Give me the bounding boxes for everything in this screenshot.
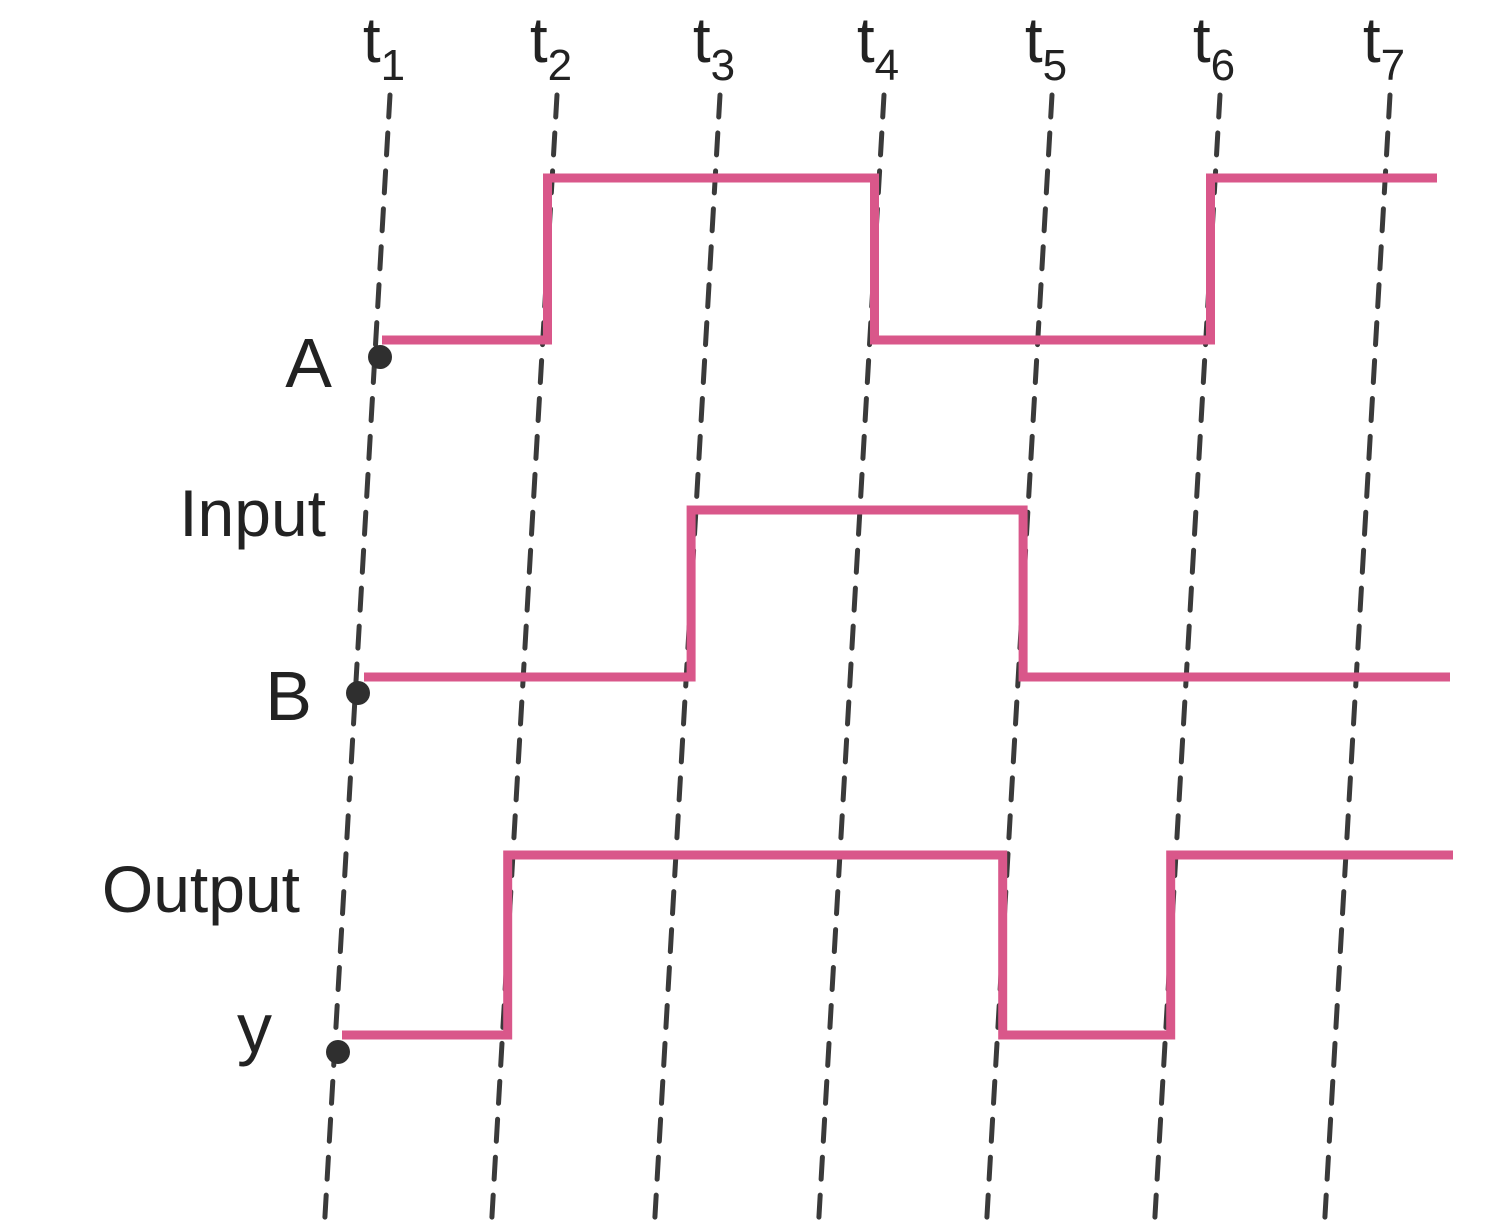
time-marker-t1: t1	[363, 4, 405, 90]
start-dot-y	[326, 1040, 350, 1064]
time-marker-t5: t5	[1025, 4, 1067, 90]
input-group-label: Input	[179, 476, 326, 550]
signal-labels: A Input B Output y	[102, 324, 332, 1067]
time-marker-t6: t6	[1193, 4, 1235, 90]
signal-label-y: y	[237, 989, 272, 1067]
waveform-y	[342, 850, 1453, 1040]
time-marker-t7: t7	[1363, 4, 1405, 90]
waveform-a	[382, 173, 1437, 345]
time-marker-t2: t2	[530, 4, 572, 90]
time-marker-t4: t4	[857, 4, 899, 90]
output-group-label: Output	[102, 852, 300, 926]
waveform-b	[364, 505, 1450, 682]
time-gridlines	[322, 92, 1393, 1221]
time-marker-t3: t3	[693, 4, 735, 90]
signal-label-b: B	[265, 657, 312, 735]
start-dots	[326, 345, 392, 1064]
time-marker-labels: t1 t2 t3 t4 t5 t6 t7	[363, 4, 1405, 90]
waveforms	[342, 173, 1453, 1040]
signal-label-a: A	[285, 324, 332, 402]
time-gridline-t7	[1322, 92, 1393, 1221]
start-dot-a	[368, 345, 392, 369]
start-dot-b	[346, 681, 370, 705]
